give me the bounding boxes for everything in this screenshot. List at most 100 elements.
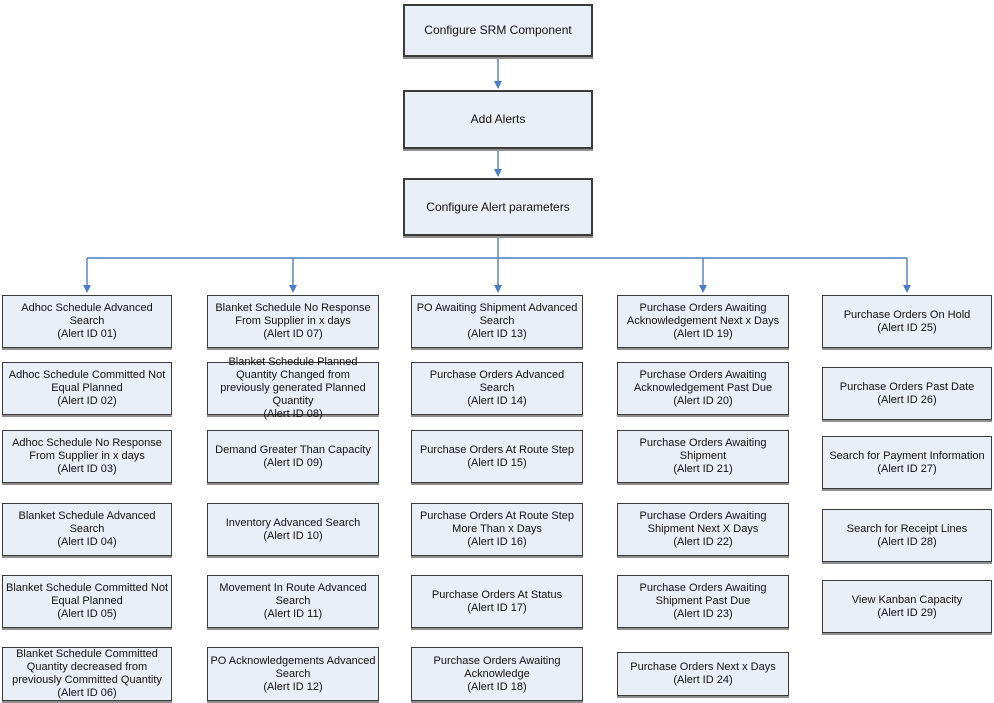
alert-node-19: Purchase Orders Awaiting Acknowledgement… [617, 295, 789, 348]
alert-id: (Alert ID 24) [673, 674, 733, 686]
alert-title: Adhoc Schedule No Response From Supplier… [12, 437, 162, 462]
alert-id: (Alert ID 01) [57, 328, 117, 340]
alert-title: Purchase Orders Awaiting Shipment [639, 437, 767, 462]
alert-node-01: Adhoc Schedule Advanced Search (Alert ID… [2, 295, 172, 348]
alert-title: Purchase Orders At Route Step [419, 443, 575, 456]
alert-node-07: Blanket Schedule No Response From Suppli… [207, 295, 379, 348]
alert-title: Blanket Schedule No Response From Suppli… [215, 302, 371, 327]
alert-title: Purchase Orders Past Date [839, 380, 975, 393]
alert-title: Purchase Orders Awaiting Acknowledgement… [633, 369, 773, 394]
arrowhead-icon [494, 81, 502, 89]
alert-node-04: Blanket Schedule Advanced Search (Alert … [2, 503, 172, 556]
alert-node-15: Purchase Orders At Route Step (Alert ID … [411, 430, 583, 483]
arrowhead-icon [289, 285, 297, 293]
alert-title: Search for Receipt Lines [846, 522, 968, 535]
alert-title: Demand Greater Than Capacity [215, 443, 371, 456]
arrowhead-icon [83, 285, 91, 293]
alert-title: Purchase Orders Next x Days [630, 661, 776, 673]
alert-node-24: Purchase Orders Next x Days (Alert ID 24… [617, 652, 789, 696]
arrowhead-icon [699, 285, 707, 293]
alert-id: (Alert ID 11) [263, 608, 323, 620]
alert-id: (Alert ID 03) [57, 463, 117, 475]
alert-title: View Kanban Capacity [851, 593, 963, 606]
alert-node-03: Adhoc Schedule No Response From Supplier… [2, 430, 172, 483]
alert-node-11: Movement In Route Advanced Search (Alert… [207, 575, 379, 628]
alert-id: (Alert ID 25) [877, 321, 937, 334]
alert-id: (Alert ID 28) [877, 535, 937, 548]
alert-id: (Alert ID 23) [673, 608, 733, 620]
alert-id: (Alert ID 04) [57, 536, 117, 548]
arrowhead-icon [494, 169, 502, 177]
alert-id: (Alert ID 13) [467, 328, 527, 340]
node-configure-alert-parameters: Configure Alert parameters [403, 178, 593, 236]
alert-title: Purchase Orders On Hold [843, 308, 971, 321]
alert-node-18: Purchase Orders Awaiting Acknowledge (Al… [411, 647, 583, 701]
alert-id: (Alert ID 22) [673, 536, 733, 548]
alert-title: Movement In Route Advanced Search [219, 582, 367, 607]
alert-node-05: Blanket Schedule Committed Not Equal Pla… [2, 575, 172, 628]
alert-node-12: PO Acknowledgements Advanced Search (Ale… [207, 647, 379, 701]
alert-title: PO Acknowledgements Advanced Search [210, 654, 376, 680]
alert-node-02: Adhoc Schedule Committed Not Equal Plann… [2, 362, 172, 415]
alert-title: Blanket Schedule Committed Quantity decr… [12, 648, 162, 686]
node-label: Configure Alert parameters [426, 199, 570, 214]
alert-id: (Alert ID 14) [467, 395, 527, 407]
alert-id: (Alert ID 06) [57, 687, 117, 699]
alert-id: (Alert ID 27) [877, 462, 937, 475]
alert-id: (Alert ID 26) [877, 393, 937, 406]
alert-node-28: Search for Receipt Lines (Alert ID 28) [822, 509, 992, 562]
arrowhead-icon [494, 285, 502, 293]
alert-id: (Alert ID 08) [263, 408, 323, 420]
alert-id: (Alert ID 09) [263, 456, 323, 469]
alert-title: Purchase Orders At Route Step More Than … [419, 510, 575, 535]
alert-node-22: Purchase Orders Awaiting Shipment Next X… [617, 503, 789, 556]
alert-id: (Alert ID 10) [263, 529, 323, 542]
alert-node-29: View Kanban Capacity (Alert ID 29) [822, 580, 992, 633]
alert-id: (Alert ID 02) [57, 395, 117, 407]
node-add-alerts: Add Alerts [403, 90, 593, 149]
alert-title: Adhoc Schedule Committed Not Equal Plann… [8, 369, 166, 394]
alert-node-21: Purchase Orders Awaiting Shipment (Alert… [617, 430, 789, 483]
arrowhead-icon [903, 285, 911, 293]
node-label: Configure SRM Component [424, 23, 572, 37]
alert-id: (Alert ID 21) [673, 463, 733, 475]
alert-title: Purchase Orders Awaiting Shipment Past D… [639, 582, 767, 607]
alert-id: (Alert ID 19) [673, 328, 733, 340]
node-label: Add Alerts [470, 112, 526, 126]
alert-node-13: PO Awaiting Shipment Advanced Search (Al… [411, 295, 583, 348]
alert-node-16: Purchase Orders At Route Step More Than … [411, 503, 583, 556]
alert-title: Purchase Orders At Status [431, 588, 563, 601]
alert-title: Purchase Orders Awaiting Shipment Next X… [639, 510, 767, 535]
alert-node-27: Search for Payment Information (Alert ID… [822, 436, 992, 489]
alert-title: Purchase Orders Awaiting Acknowledge [433, 654, 561, 680]
alert-id: (Alert ID 29) [877, 606, 937, 619]
alert-node-26: Purchase Orders Past Date (Alert ID 26) [822, 367, 992, 420]
alert-node-14: Purchase Orders Advanced Search (Alert I… [411, 362, 583, 415]
alert-id: (Alert ID 16) [467, 536, 527, 548]
alert-node-06: Blanket Schedule Committed Quantity decr… [2, 647, 172, 701]
alert-title: PO Awaiting Shipment Advanced Search [416, 302, 578, 327]
alert-id: (Alert ID 15) [467, 456, 527, 469]
alert-node-17: Purchase Orders At Status (Alert ID 17) [411, 575, 583, 628]
alert-id: (Alert ID 17) [467, 601, 527, 614]
alert-title: Blanket Schedule Committed Not Equal Pla… [5, 582, 169, 607]
alert-node-23: Purchase Orders Awaiting Shipment Past D… [617, 575, 789, 628]
alert-id: (Alert ID 05) [57, 608, 117, 620]
alert-node-25: Purchase Orders On Hold (Alert ID 25) [822, 295, 992, 348]
alert-node-10: Inventory Advanced Search (Alert ID 10) [207, 503, 379, 556]
alert-node-09: Demand Greater Than Capacity (Alert ID 0… [207, 430, 379, 483]
node-configure-srm-component: Configure SRM Component [403, 4, 593, 57]
alert-id: (Alert ID 20) [673, 395, 733, 407]
alert-node-08: Blanket Schedule Planned Quantity Change… [207, 356, 379, 420]
alert-id: (Alert ID 12) [263, 680, 323, 693]
alert-title: Adhoc Schedule Advanced Search [21, 302, 153, 327]
alert-title: Purchase Orders Advanced Search [429, 369, 565, 394]
alert-title: Purchase Orders Awaiting Acknowledgement… [626, 302, 780, 327]
alert-title: Blanket Schedule Planned Quantity Change… [220, 356, 366, 407]
alert-node-20: Purchase Orders Awaiting Acknowledgement… [617, 362, 789, 415]
alert-title: Blanket Schedule Advanced Search [18, 510, 156, 535]
alert-id: (Alert ID 18) [467, 680, 527, 693]
alert-title: Inventory Advanced Search [225, 516, 361, 529]
alert-id: (Alert ID 07) [263, 328, 323, 340]
